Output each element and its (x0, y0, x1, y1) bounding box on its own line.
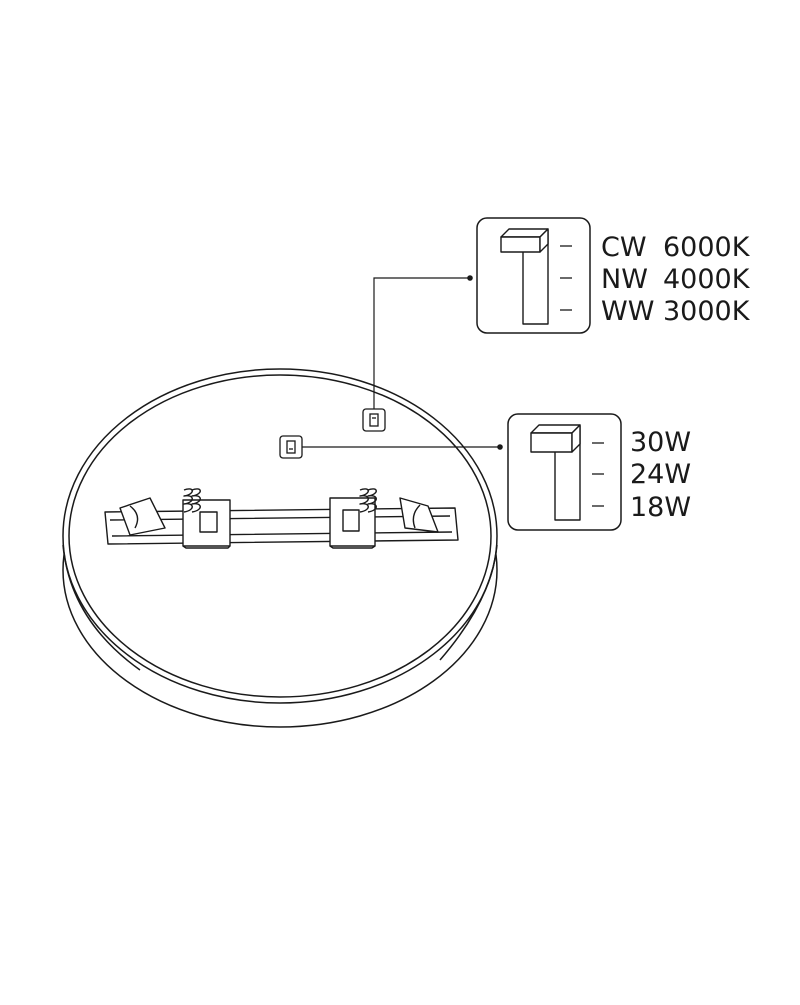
cct-option-nw-code: NW (601, 264, 648, 295)
mounting-bracket (104, 488, 459, 549)
cct-options: CW 6000K NW 4000K WW 3000K (601, 232, 751, 327)
luminaire-top-inner-edge (68, 374, 492, 698)
luminaire-side-band-right (439, 544, 498, 661)
cct-leader-line (373, 277, 470, 409)
power-options: 30W 24W 18W (630, 427, 691, 523)
leader-lines (302, 275, 503, 450)
bracket-clip-left (119, 497, 231, 549)
bracket-clip-right (329, 497, 439, 549)
cct-option-ww-value: 3000K (663, 296, 751, 327)
power-tick-marks (592, 442, 604, 507)
cct-option-cw-value: 6000K (663, 232, 751, 263)
cct-switch (362, 408, 386, 432)
luminaire-body (62, 368, 498, 728)
power-leader-dot (497, 444, 503, 450)
cct-option-cw-code: CW (601, 232, 647, 263)
power-switch (279, 435, 303, 459)
bracket-spring-right (359, 488, 377, 513)
cct-tick-marks (560, 245, 572, 311)
bracket-rail-inner (109, 515, 453, 537)
power-option-30w: 30W (630, 427, 691, 458)
power-slider-icon (530, 424, 581, 521)
power-callout (507, 413, 622, 531)
cct-option-ww-code: WW (601, 296, 654, 327)
power-option-24w: 24W (630, 459, 691, 490)
cct-callout (476, 217, 591, 334)
bracket-spring-left (183, 488, 201, 513)
luminaire-side-band (62, 544, 141, 671)
power-option-18w: 18W (630, 492, 691, 523)
cct-leader-dot (467, 275, 473, 281)
cct-option-nw-value: 4000K (663, 264, 751, 295)
cct-slider-icon (500, 228, 549, 325)
